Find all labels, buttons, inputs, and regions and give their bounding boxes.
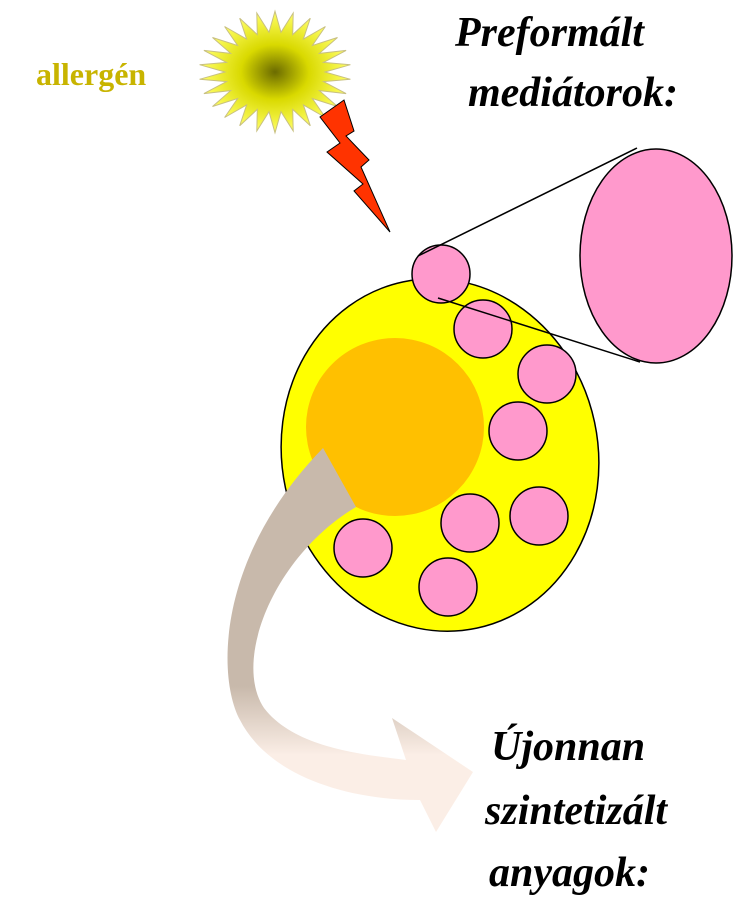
granule: [334, 519, 392, 577]
granule: [454, 300, 512, 358]
granule: [510, 487, 568, 545]
enlarged-granule: [580, 149, 732, 363]
newly-synthesized-title-line2: szintetizált: [485, 786, 667, 836]
granule: [419, 558, 477, 616]
granule: [412, 245, 470, 303]
preformed-mediators-title-line2: mediátorok:: [468, 68, 678, 118]
allergen-label: allergén: [36, 56, 146, 93]
newly-synthesized-title-line3: anyagok:: [489, 848, 650, 898]
newly-synthesized-title-line1: Újonnan: [491, 722, 645, 772]
granule: [518, 345, 576, 403]
granule: [489, 402, 547, 460]
preformed-mediators-title-line1: Preformált: [455, 8, 644, 58]
granule: [441, 494, 499, 552]
lightning-bolt-icon: [320, 100, 390, 232]
